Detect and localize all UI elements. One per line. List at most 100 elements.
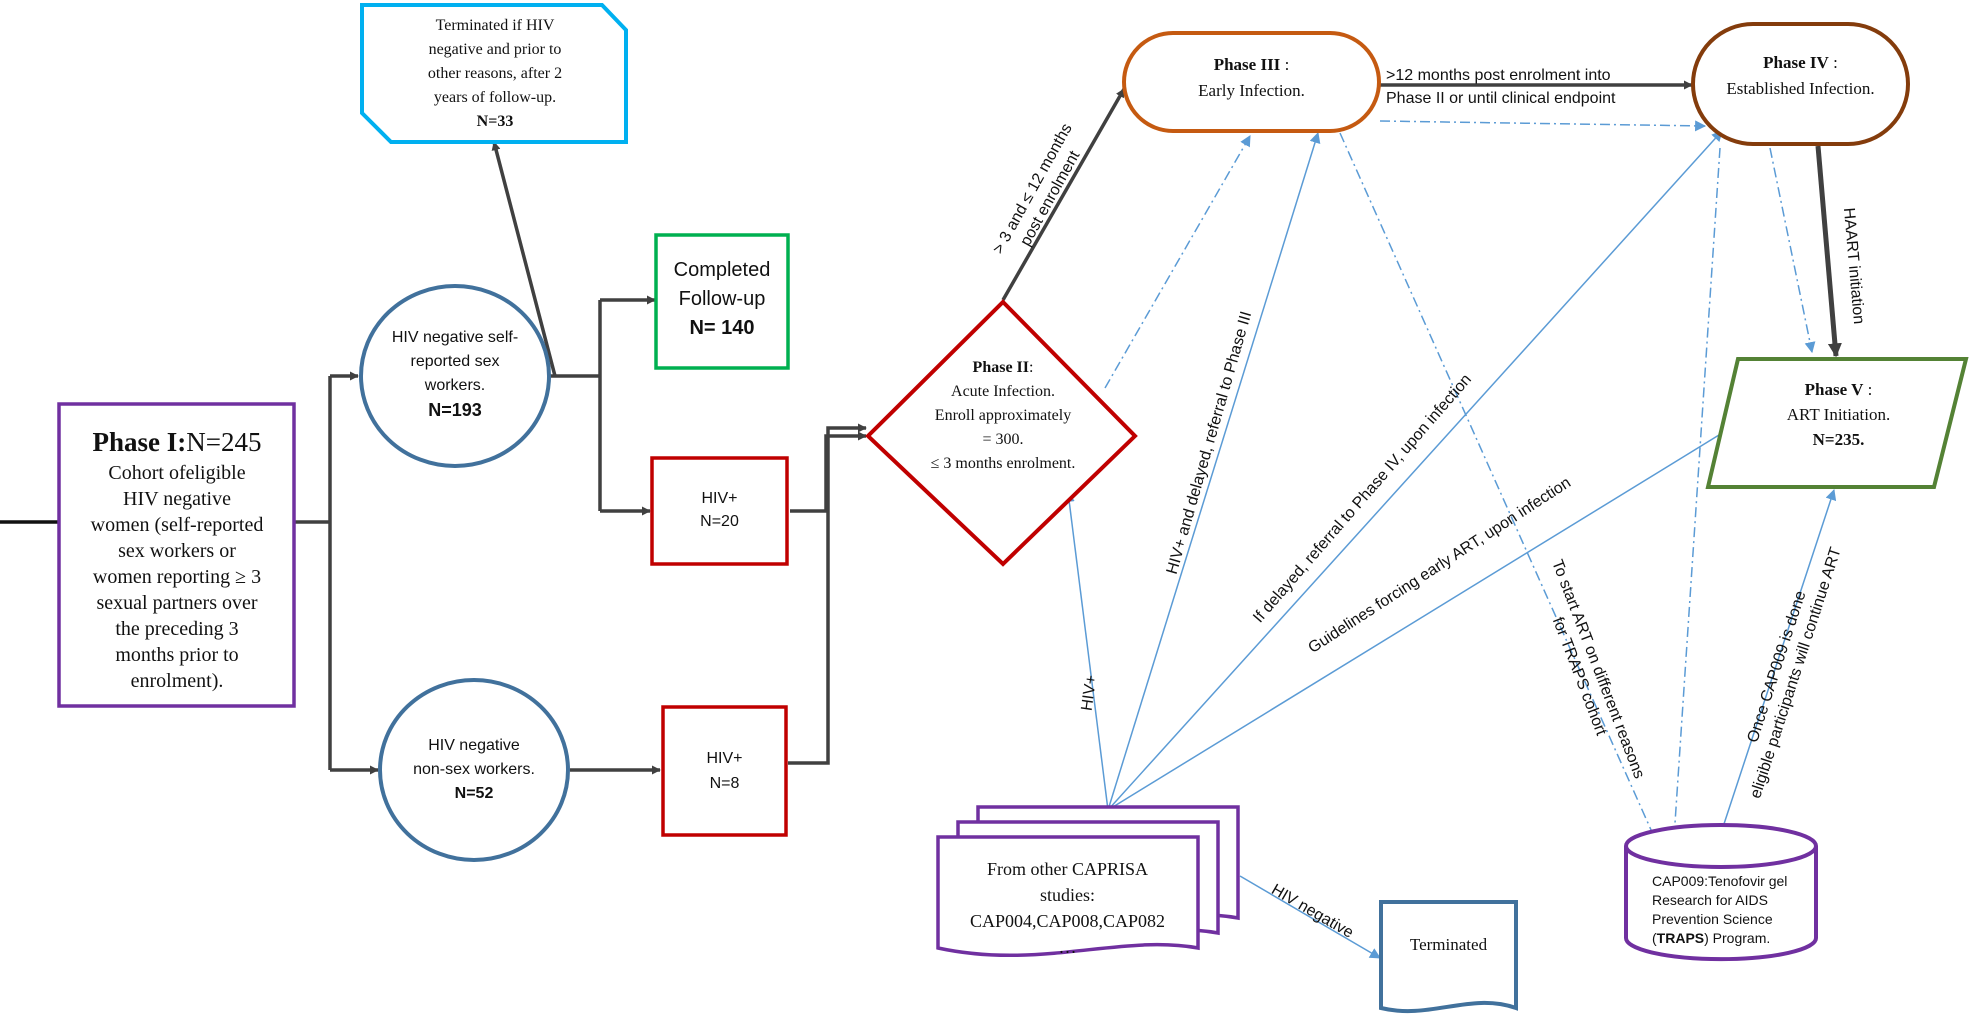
terminated-line: other reasons, after 2 bbox=[427, 65, 563, 82]
nsw-line: HIV negative bbox=[428, 737, 520, 754]
phase1-line: sexual partners over bbox=[96, 592, 258, 614]
caprisa-line: studies: bbox=[1039, 885, 1095, 905]
caprisa-line: From other CAPRISA bbox=[986, 859, 1148, 879]
phase1-line: HIV negative bbox=[123, 488, 231, 510]
sw-count: N=193 bbox=[428, 400, 482, 420]
phase2-line: = 300. bbox=[982, 431, 1024, 448]
phase5-colon: : bbox=[1863, 380, 1873, 399]
traps-acronym: TRAPS bbox=[1656, 930, 1705, 946]
phase1-line: the preceding 3 bbox=[115, 618, 239, 640]
phase5-subtitle: ART Initiation. bbox=[1786, 405, 1891, 424]
hiv-pos-nsw-box bbox=[661, 705, 788, 837]
phase1-line: Cohort ofeligible bbox=[108, 462, 246, 484]
phase1-count: N=245 bbox=[186, 427, 262, 457]
terminated-top-label: Terminated if HIV negative and prior to … bbox=[380, 14, 610, 134]
phase3-label: Phase III : Early Infection. bbox=[1124, 52, 1379, 104]
terminated-bottom-label: Terminated bbox=[1409, 935, 1488, 954]
sw-line: reported sex bbox=[410, 353, 500, 370]
dashed-connectors bbox=[1104, 120, 1816, 855]
caprisa-to-phase4 bbox=[1107, 130, 1723, 811]
phase2-line: Acute Infection. bbox=[951, 383, 1055, 400]
phase2-title: Phase II bbox=[972, 359, 1029, 376]
sw-line: workers. bbox=[424, 377, 486, 394]
phase2-colon: : bbox=[1029, 359, 1034, 376]
phase1-title: Phase I: bbox=[92, 427, 187, 457]
phase4-colon: : bbox=[1828, 53, 1838, 72]
phase4-terminal bbox=[1691, 22, 1910, 146]
phase4-subtitle: Established Infection. bbox=[1726, 79, 1875, 98]
phase1-line: enrolment). bbox=[130, 670, 224, 692]
caprisa-line: CAP004,CAP008,CAP082 bbox=[969, 911, 1166, 931]
nsw-count: N=52 bbox=[454, 785, 494, 802]
phase1-box bbox=[57, 402, 296, 708]
phase2-to-phase3 bbox=[1001, 88, 1126, 301]
caprisa-documents bbox=[936, 805, 1240, 958]
terminated-line: negative and prior to bbox=[428, 41, 562, 58]
phase2-label: Phase II: Acute Infection. Enroll approx… bbox=[903, 356, 1103, 476]
terminated-bottom-doc bbox=[1379, 900, 1518, 1014]
traps-rest: ) Program. bbox=[1704, 930, 1771, 946]
edge-label-line: Phase II or until clinical endpoint bbox=[1386, 90, 1616, 107]
completed-box bbox=[654, 233, 790, 370]
hiv-sw-to-phase2 bbox=[790, 431, 867, 513]
phase1-line: women reporting ≥ 3 bbox=[92, 566, 262, 588]
phase4-title: Phase IV bbox=[1763, 53, 1829, 72]
dark-connectors bbox=[0, 80, 1842, 775]
hiv-pos-sw-label: HIV+ N=20 bbox=[652, 487, 787, 533]
phase3-subtitle: Early Infection. bbox=[1198, 81, 1305, 100]
phase1-line: months prior to bbox=[115, 644, 239, 666]
phase3-to-traps-dashed bbox=[1339, 132, 1661, 852]
phase5-count: N=235. bbox=[1812, 430, 1865, 449]
phase2-diamond bbox=[865, 299, 1138, 567]
completed-line: Completed bbox=[673, 259, 771, 281]
caprisa-line: … bbox=[1058, 937, 1077, 957]
phase3-terminal bbox=[1122, 31, 1381, 133]
traps-label: CAP009:Tenofovir gel Research for AIDS P… bbox=[1652, 872, 1812, 948]
phase3-colon: : bbox=[1280, 55, 1290, 74]
phase2-to-phase3-dashed bbox=[1104, 135, 1251, 389]
sw-circle bbox=[359, 284, 551, 468]
hiv-sw-line: N=20 bbox=[700, 513, 739, 530]
phase4-label: Phase IV : Established Infection. bbox=[1693, 50, 1908, 102]
caprisa-to-phase2 bbox=[1063, 490, 1109, 811]
terminated-line: years of follow-up. bbox=[433, 89, 557, 106]
phase4-to-phase5 bbox=[1815, 145, 1842, 358]
edge-label-line: >12 months post enrolment into bbox=[1386, 67, 1611, 84]
sw-line: HIV negative self- bbox=[391, 329, 519, 346]
phase1-line: sex workers or bbox=[118, 540, 236, 562]
terminated-count: N=33 bbox=[476, 113, 514, 130]
nsw-line: non-sex workers. bbox=[413, 761, 535, 778]
edge-label-p3-p4: >12 months post enrolment into Phase II … bbox=[1386, 64, 1686, 110]
phase5-label: Phase V : ART Initiation. N=235. bbox=[1726, 377, 1951, 452]
sw-circle-label: HIV negative self- reported sex workers.… bbox=[365, 326, 545, 422]
traps-to-phase5 bbox=[1721, 488, 1837, 831]
phase3-to-phase4-dashed bbox=[1379, 120, 1707, 132]
phase1-label: Phase I:N=245 Cohort ofeligible HIV nega… bbox=[62, 424, 292, 694]
hiv-pos-sw-box bbox=[650, 456, 789, 566]
phase1-line: women (self-reported bbox=[90, 514, 264, 536]
caprisa-to-phase5 bbox=[1107, 426, 1733, 811]
phase2-line: ≤ 3 months enrolment. bbox=[930, 455, 1076, 472]
caprisa-label: From other CAPRISA studies: CAP004,CAP00… bbox=[940, 856, 1195, 960]
traps-line: CAP009:Tenofovir gel bbox=[1652, 873, 1788, 889]
traps-line: Prevention Science bbox=[1652, 911, 1773, 927]
hiv-pos-nsw-label: HIV+ N=8 bbox=[663, 746, 786, 796]
phase3-title: Phase III bbox=[1213, 55, 1281, 74]
phase5-title: Phase V bbox=[1804, 380, 1864, 399]
terminated-line: Terminated if HIV bbox=[435, 17, 555, 34]
completed-line: Follow-up bbox=[678, 288, 766, 310]
light-connectors bbox=[1063, 130, 1837, 959]
terminated-top-shape bbox=[360, 3, 628, 144]
phase2-line: Enroll approximately bbox=[934, 407, 1072, 424]
traps-line: Research for AIDS bbox=[1652, 892, 1768, 908]
phase5-parallelogram bbox=[1705, 357, 1969, 489]
completed-count: N= 140 bbox=[689, 317, 755, 339]
hiv-nsw-line: HIV+ bbox=[706, 750, 743, 767]
hiv-nsw-to-phase2 bbox=[788, 423, 867, 765]
nsw-circle bbox=[378, 678, 570, 862]
arrow-to-terminated bbox=[491, 141, 557, 377]
caprisa-to-phase3 bbox=[1107, 131, 1321, 811]
nsw-circle-label: HIV negative non-sex workers. N=52 bbox=[384, 734, 564, 806]
caprisa-to-terminated bbox=[1239, 875, 1381, 959]
